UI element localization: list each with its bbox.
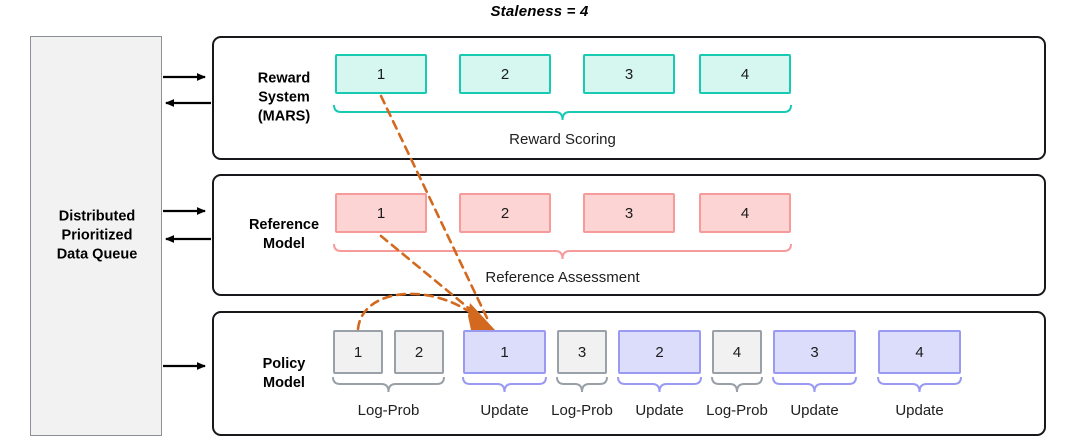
token-policy-3[interactable]: 1 — [463, 330, 546, 374]
token-reference-4[interactable]: 4 — [699, 193, 791, 233]
token-policy-7[interactable]: 3 — [773, 330, 856, 374]
token-reward-3[interactable]: 3 — [583, 54, 675, 94]
brace-label-policy-5: Log-Prob — [706, 402, 768, 419]
brace-label-policy-4: Update — [635, 402, 684, 419]
brace-label-policy-1: Log-Prob — [357, 402, 420, 419]
brace-label-reference-1: Reference Assessment — [485, 269, 640, 286]
token-reward-1[interactable]: 1 — [335, 54, 427, 94]
page-title: Staleness = 4 — [490, 3, 589, 20]
token-reward-2[interactable]: 2 — [459, 54, 551, 94]
token-reward-4[interactable]: 4 — [699, 54, 791, 94]
token-policy-6[interactable]: 4 — [712, 330, 762, 374]
token-reference-2[interactable]: 2 — [459, 193, 551, 233]
token-policy-8[interactable]: 4 — [878, 330, 961, 374]
brace-label-policy-7: Update — [895, 402, 944, 419]
token-policy-1[interactable]: 1 — [333, 330, 383, 374]
token-policy-5[interactable]: 2 — [618, 330, 701, 374]
token-reference-3[interactable]: 3 — [583, 193, 675, 233]
token-policy-4[interactable]: 3 — [557, 330, 607, 374]
token-reference-1[interactable]: 1 — [335, 193, 427, 233]
brace-label-policy-6: Update — [790, 402, 839, 419]
token-policy-2[interactable]: 2 — [394, 330, 444, 374]
brace-label-policy-3: Log-Prob — [551, 402, 613, 419]
brace-label-reward-1: Reward Scoring — [509, 131, 616, 148]
brace-label-policy-2: Update — [480, 402, 529, 419]
